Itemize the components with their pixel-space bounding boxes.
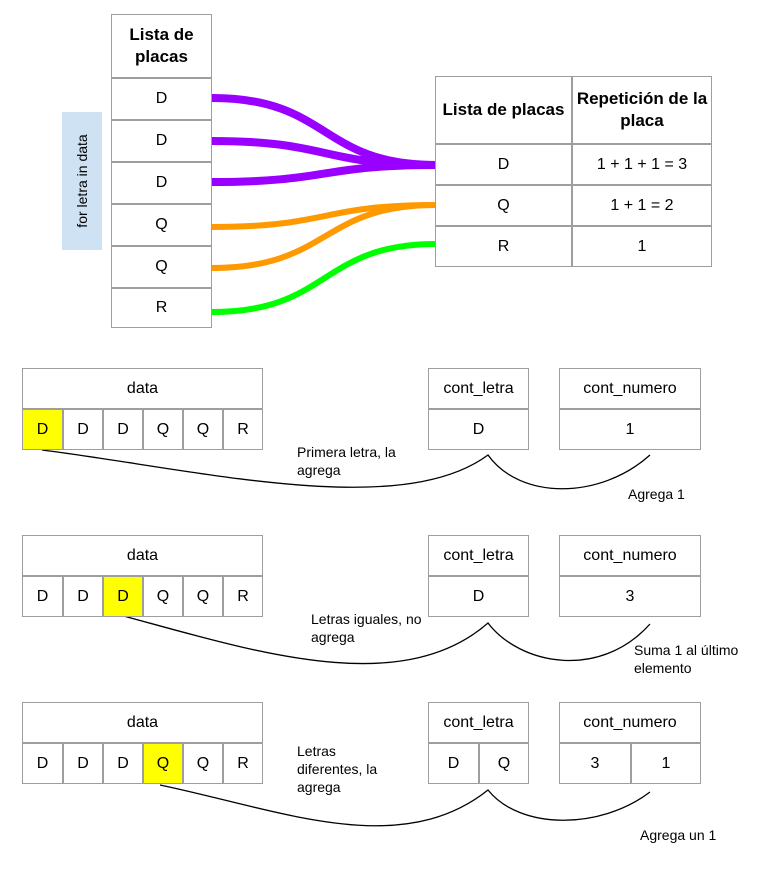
left-table-row: D [111, 120, 212, 162]
left-table-row: Q [111, 246, 212, 288]
data-cell: Q [183, 576, 223, 617]
data-cell: R [223, 409, 263, 450]
connector-d-2 [208, 137, 440, 169]
data-cell: D [22, 743, 63, 784]
connector-r-1 [209, 241, 439, 315]
loop-label-text: for letra in data [74, 134, 90, 228]
data-cell: R [223, 576, 263, 617]
data-array-label: data [22, 535, 263, 576]
right-table-repeticion: 1 [572, 226, 712, 267]
cont-numero-cell: 1 [559, 409, 701, 450]
data-cell: D [63, 576, 103, 617]
right-table-header-repeticion: Repetición de la placa [572, 76, 712, 144]
data-cell: D [63, 743, 103, 784]
step1-note-left: Primera letra, la agrega [297, 444, 396, 478]
right-table-header-placa: Lista de placas [435, 76, 572, 144]
data-cell: D [103, 576, 143, 617]
connector-q-2 [209, 202, 439, 271]
cont-numero-cell: 3 [559, 743, 631, 784]
cont-letra-cell: D [428, 743, 479, 784]
cont-numero-label: cont_numero [559, 535, 701, 576]
cont-letra-label: cont_letra [428, 702, 529, 743]
cont-numero-label: cont_numero [559, 368, 701, 409]
annotation-curve-step1 [41, 449, 651, 490]
step3-note-right: Agrega un 1 [640, 827, 717, 843]
step3-note-left: Letras diferentes, la agrega [297, 743, 378, 795]
annotation-curve-step3 [159, 784, 651, 827]
cont-letra-cell: D [428, 409, 529, 450]
step1-note-right: Agrega 1 [628, 486, 685, 502]
left-table-row: D [111, 78, 212, 120]
right-table-placa: R [435, 226, 572, 267]
data-cell: Q [143, 576, 183, 617]
step2-note-left: Letras iguales, no agrega [311, 611, 422, 645]
data-cell: D [22, 409, 63, 450]
cont-letra-label: cont_letra [428, 535, 529, 576]
data-cell: D [103, 409, 143, 450]
cont-numero-cell: 3 [559, 576, 701, 617]
data-cell: D [103, 743, 143, 784]
cont-numero-cell: 1 [631, 743, 701, 784]
right-table-repeticion: 1 + 1 + 1 = 3 [572, 144, 712, 185]
left-table-row: R [111, 288, 212, 328]
step2-note-right: Suma 1 al último elemento [634, 642, 739, 676]
cont-letra-cell: D [428, 576, 529, 617]
data-cell: Q [183, 409, 223, 450]
data-cell: R [223, 743, 263, 784]
data-array-label: data [22, 702, 263, 743]
cont-letra-label: cont_letra [428, 368, 529, 409]
right-table-placa: D [435, 144, 572, 185]
right-table-placa: Q [435, 185, 572, 226]
data-cell: D [63, 409, 103, 450]
data-array-label: data [22, 368, 263, 409]
connector-d-3 [208, 161, 440, 186]
left-table-row: Q [111, 204, 212, 246]
cont-numero-label: cont_numero [559, 702, 701, 743]
right-table-repeticion: 1 + 1 = 2 [572, 185, 712, 226]
cont-letra-cell: Q [479, 743, 529, 784]
data-cell: Q [143, 743, 183, 784]
annotation-curve-step2 [119, 614, 651, 665]
data-cell: D [22, 576, 63, 617]
data-cell: Q [143, 409, 183, 450]
left-table-row: D [111, 162, 212, 204]
left-table-header: Lista de placas [111, 14, 212, 78]
data-cell: Q [183, 743, 223, 784]
loop-label: for letra in data [62, 112, 102, 250]
